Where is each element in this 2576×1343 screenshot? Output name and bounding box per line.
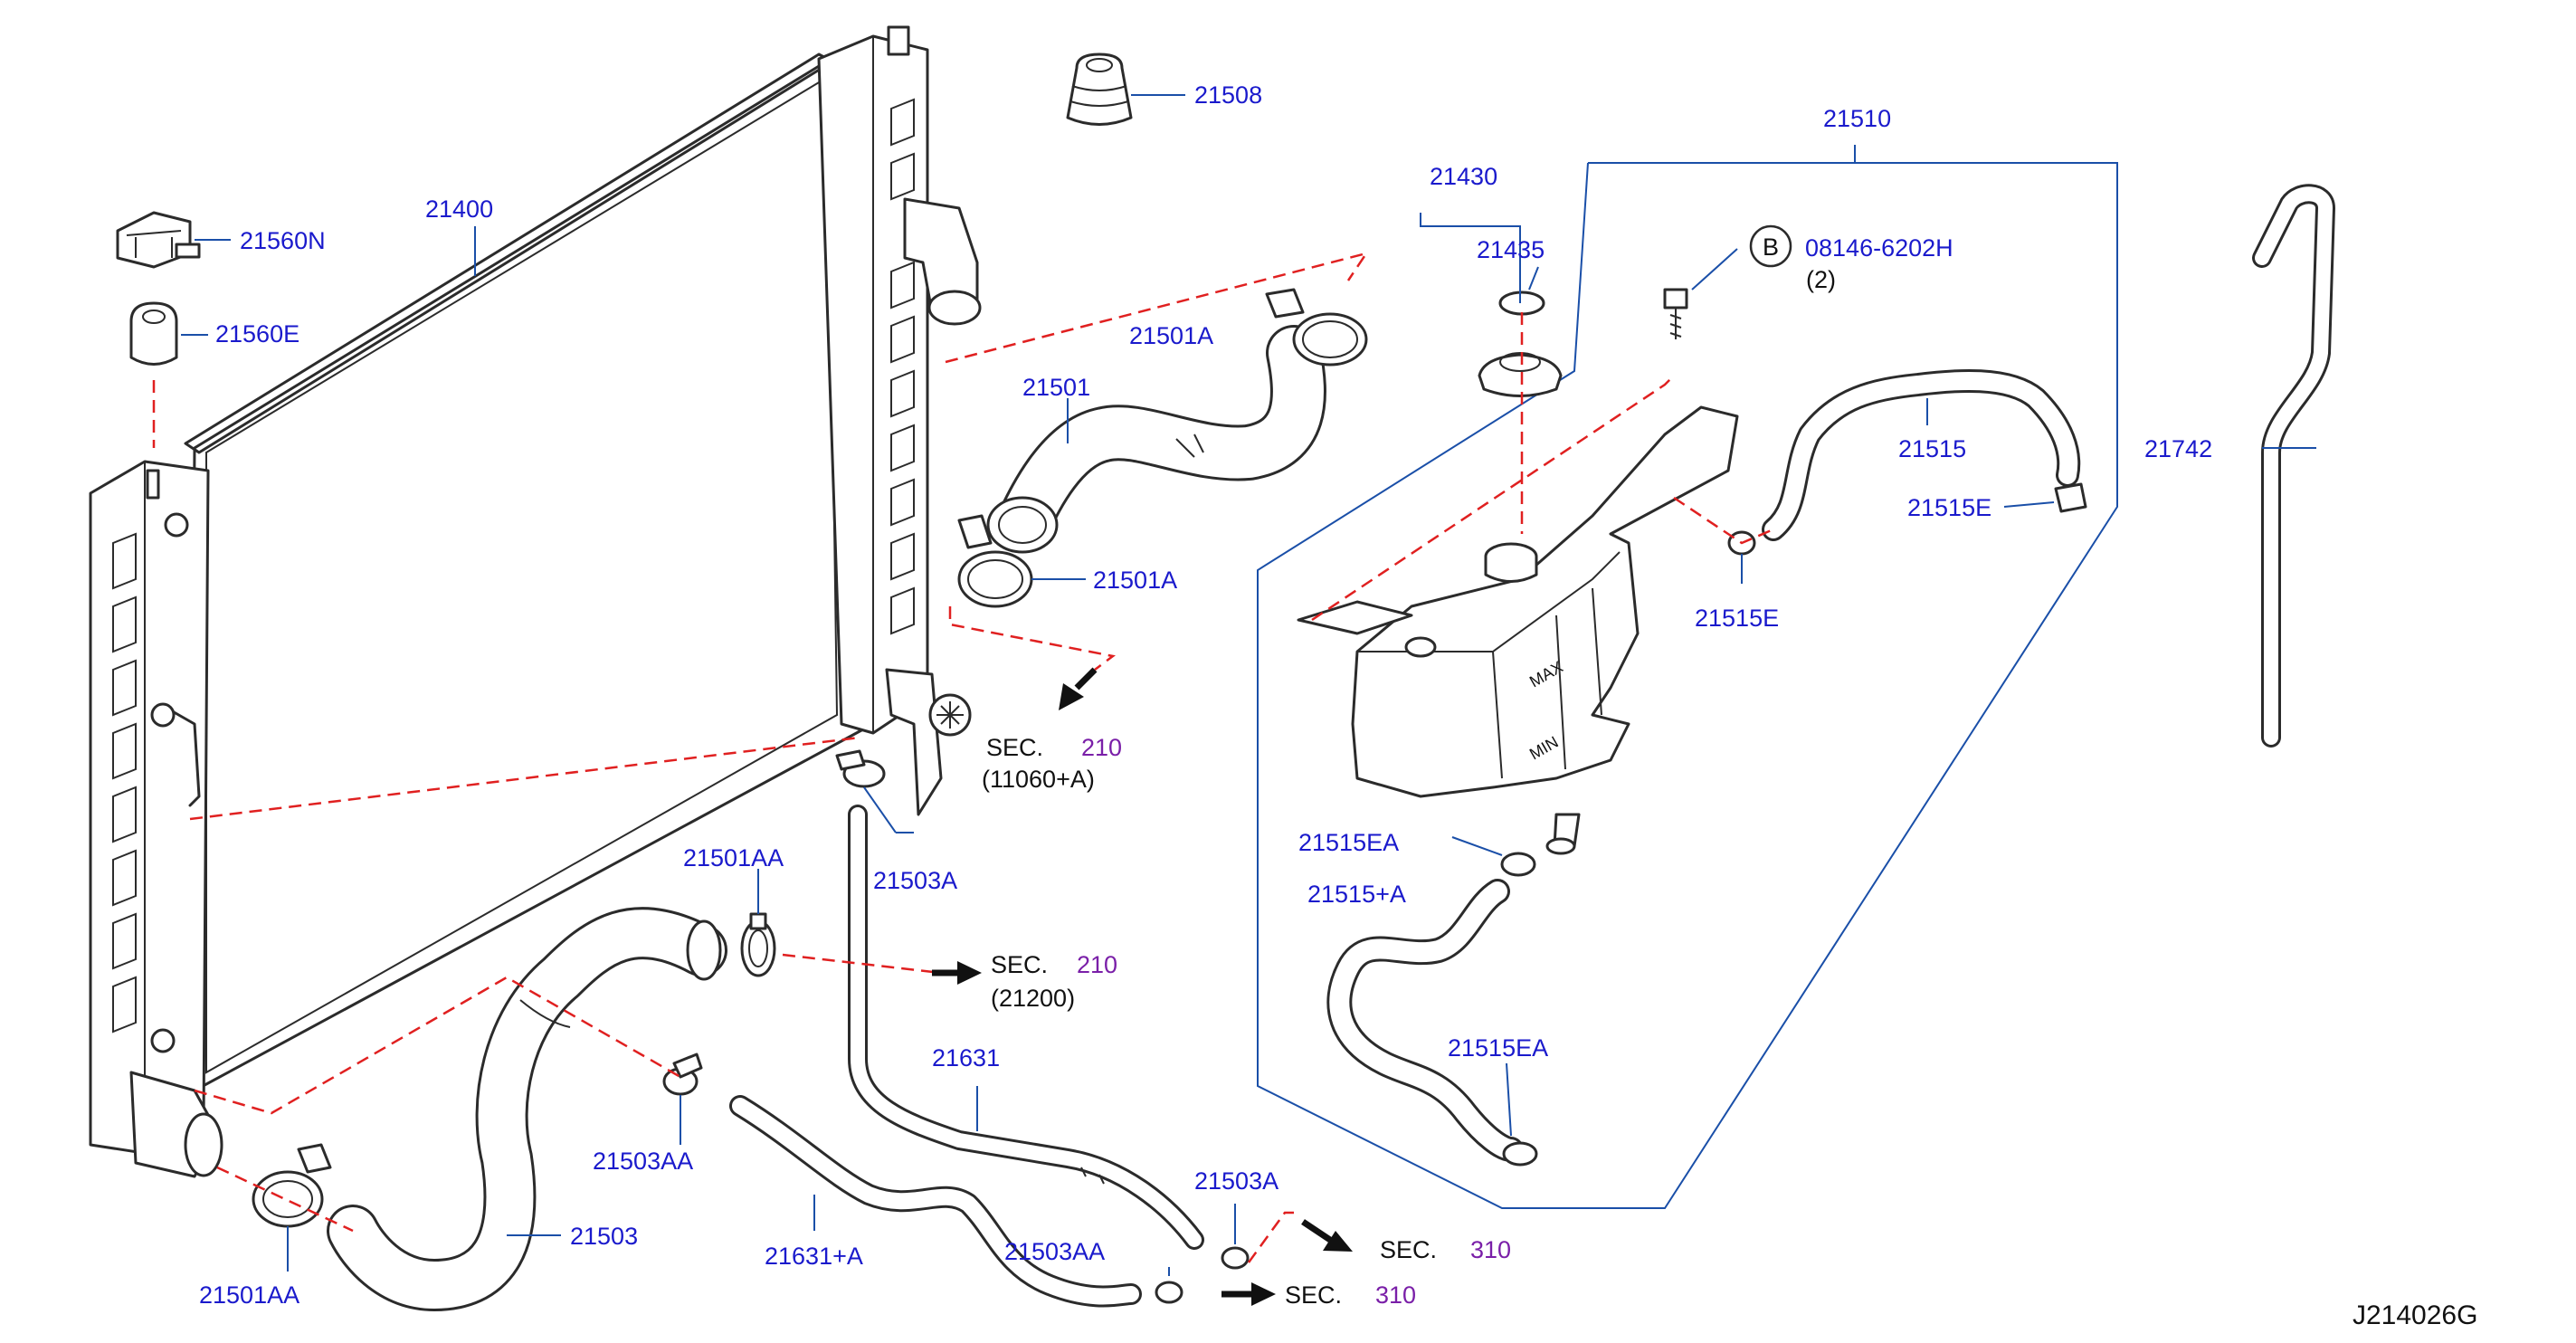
diagram-code: J214026G <box>2353 1300 2477 1330</box>
label-21503AA-left: 21503AA <box>593 1148 693 1175</box>
arrow-to-sec-210-a <box>1059 667 1098 710</box>
clamp-21501A-top <box>1265 288 1368 367</box>
label-21742: 21742 <box>2144 435 2212 462</box>
label-21503A-mid: 21503A <box>873 867 957 894</box>
upper-hose-21501 <box>986 325 1326 554</box>
label-21631A: 21631+A <box>765 1243 863 1270</box>
hose-21631A <box>729 1095 1142 1308</box>
label-bolt-qty: (2) <box>1806 266 1836 293</box>
reservoir-tank <box>1297 405 1739 855</box>
clamp-21503A-bottom <box>1221 1246 1250 1270</box>
sec-210-a-number: 210 <box>1081 734 1122 761</box>
clamp-21503A-mid <box>835 749 886 788</box>
sec-210-a-label: SEC. <box>986 734 1043 761</box>
label-21515E-mid: 21515E <box>1695 605 1779 632</box>
label-21501AA-bottom: 21501AA <box>199 1281 299 1309</box>
sec-210-b-sub: (21200) <box>991 985 1075 1012</box>
sec-310-b-label: SEC. <box>1285 1281 1342 1309</box>
cap-21430 <box>1478 352 1563 397</box>
bolt-marker-letter: B <box>1763 233 1779 261</box>
label-21430: 21430 <box>1430 163 1497 190</box>
label-21560N: 21560N <box>240 227 326 254</box>
label-21501A-top: 21501A <box>1129 322 1213 349</box>
arrow-to-sec-310-b <box>1221 1282 1276 1306</box>
reservoir-group-outline <box>1257 145 2118 1209</box>
label-21501A-bottom: 21501A <box>1093 567 1177 594</box>
clamp-21515EA-bottom <box>1502 1141 1538 1167</box>
label-21503A-bottom: 21503A <box>1194 1167 1278 1195</box>
clamp-21515E-right <box>2054 482 2087 513</box>
lower-hose-21503 <box>327 907 727 1311</box>
clamp-21515EA-top <box>1500 852 1536 877</box>
label-21508: 21508 <box>1194 81 1262 109</box>
bolt-marker-circle <box>1749 224 1792 268</box>
hose-21515 <box>1762 368 2081 541</box>
sec-310-b-number: 310 <box>1375 1281 1416 1309</box>
label-21631: 21631 <box>932 1044 1000 1072</box>
label-21501AA-top: 21501AA <box>683 844 784 872</box>
label-21503AA-bottom: 21503AA <box>1004 1238 1105 1265</box>
sec-210-b-number: 210 <box>1077 951 1117 978</box>
gasket-21435 <box>1498 291 1545 316</box>
grommet-21560E <box>129 301 178 366</box>
hose-21631 <box>848 805 1204 1250</box>
hose-21515A <box>1326 879 1524 1162</box>
label-21560E: 21560E <box>215 320 299 348</box>
radiator-21400 <box>89 25 982 1178</box>
arrow-to-sec-310-a <box>1301 1219 1353 1252</box>
label-21501: 21501 <box>1022 374 1090 401</box>
label-21515A: 21515+A <box>1307 881 1406 908</box>
label-21515: 21515 <box>1898 435 1966 462</box>
cap-21560N <box>116 211 201 269</box>
assembly-dashed-lines <box>152 251 1774 1263</box>
sec-310-a-label: SEC. <box>1380 1236 1437 1263</box>
bolt-08146-6202H <box>1663 288 1688 339</box>
label-21400: 21400 <box>425 195 493 223</box>
label-21503: 21503 <box>570 1223 638 1250</box>
label-21515EA-top: 21515EA <box>1298 829 1399 856</box>
clamp-21503AA-bottom <box>1155 1281 1183 1304</box>
label-bolt-code: 08146-6202H <box>1805 234 1953 262</box>
mount-21508 <box>1066 52 1133 126</box>
sec-310-a-number: 310 <box>1470 1236 1511 1263</box>
label-21515EA-bottom: 21515EA <box>1448 1034 1548 1062</box>
clamp-21501AA-top <box>740 912 776 977</box>
arrow-to-sec-210-b <box>932 961 982 985</box>
sec-210-b-label: SEC. <box>991 951 1048 978</box>
clamp-21503AA-left <box>662 1052 703 1096</box>
label-21510: 21510 <box>1823 105 1891 132</box>
sec-210-a-sub: (11060+A) <box>982 766 1095 793</box>
leader-lines <box>181 94 2316 1276</box>
label-21515E-right: 21515E <box>1907 494 1991 521</box>
label-21435: 21435 <box>1477 236 1545 263</box>
hose-21742 <box>2252 184 2335 748</box>
